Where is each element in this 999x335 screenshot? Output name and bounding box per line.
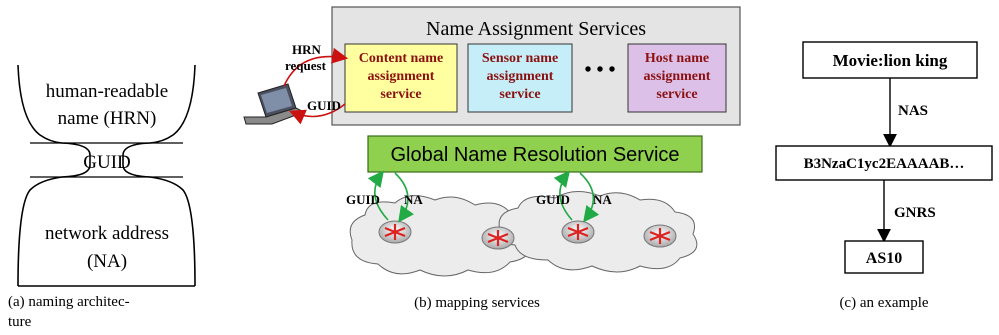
host-service-line3: service [656,87,697,102]
guid-return-label: GUID [307,98,341,113]
host-name-service-box [627,43,727,113]
host-service-line1: Host name [645,51,709,66]
as-box [844,240,924,274]
left-na-label: NA [404,192,423,207]
host-service-line2: assignment [644,69,711,84]
hrn-request-arrow [283,47,349,87]
hrn-label-line2: name (HRN) [58,108,157,129]
content-name-service-box [344,43,458,113]
gnrs-arrow-label: GNRS [894,205,936,221]
sensor-service-line3: service [499,87,540,102]
left-guid-label: GUID [346,192,380,207]
content-service-line1: Content name [359,51,443,66]
content-service-line2: assignment [368,69,435,84]
left-na-arrow [394,172,414,223]
caption-a-line1: (a) naming architec- [8,294,130,310]
guid-value-box [775,145,993,181]
hrn-label-line1: human-readable [46,81,168,102]
as-label: AS10 [866,250,902,267]
gnrs-label: Global Name Resolution Service [390,144,679,166]
guid-return-arrow [289,103,346,125]
ellipsis-dots: • • • [584,59,615,81]
sensor-service-line1: Sensor name [482,51,558,66]
na-label-line1: network address [45,223,169,244]
guid-value-label: B3NzaC1yc2EAAAAB… [804,156,965,172]
caption-c: (c) an example [839,295,928,311]
hrn-request-label-line2: request [285,58,327,73]
network-cloud [349,191,698,277]
sensor-service-line2: assignment [487,69,554,84]
left-guid-arrow [367,170,389,221]
right-guid-label: GUID [536,192,570,207]
right-na-label: NA [593,192,612,207]
nas-label: NAS [898,103,928,119]
router-icon [561,220,595,244]
right-guid-arrow [553,170,573,221]
right-na-arrow [579,172,600,223]
movie-box [802,41,978,79]
movie-label: Movie:lion king [833,51,948,70]
caption-a-line2: ture [8,314,32,330]
caption-b: (b) mapping services [414,295,540,311]
content-service-line3: service [380,87,421,102]
laptop-icon [243,83,306,125]
hrn-request-label-line1: HRN [292,42,322,57]
router-icon [481,226,515,250]
gnrs-box [367,135,703,173]
sensor-name-service-box [467,43,573,113]
na-label-line2: (NA) [87,251,127,272]
nas-title: Name Assignment Services [426,18,646,40]
router-icon [643,224,677,248]
guid-label: GUID [83,152,131,173]
naming-architecture-hourglass [17,64,196,287]
router-icon [378,220,412,244]
